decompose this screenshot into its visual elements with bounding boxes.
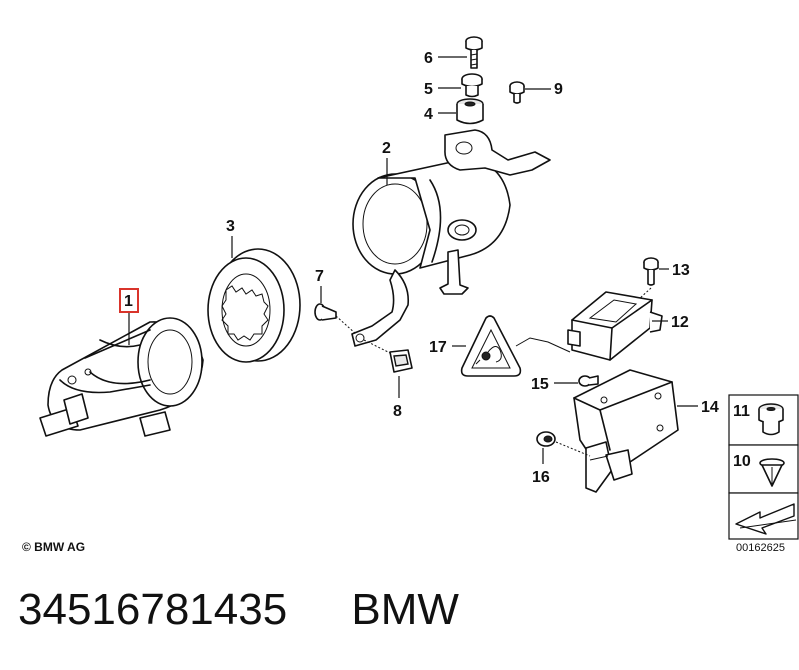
panel-arrow-symbol [728, 492, 799, 540]
part-10-expanding-rivet [759, 458, 785, 487]
callout-14[interactable]: 14 [701, 399, 719, 416]
callout-9-label: 9 [554, 81, 563, 98]
part-9-screw [509, 81, 525, 104]
part-2-bracket [351, 129, 551, 347]
assembly-line-17 [515, 337, 571, 353]
callout-3[interactable]: 3 [226, 218, 235, 235]
callout-16[interactable]: 16 [532, 469, 550, 486]
part-number: 34516781435 [18, 585, 288, 634]
callout-17-label: 17 [429, 339, 447, 356]
part-1-pump-motor [39, 317, 204, 437]
callout-5-label: 5 [424, 81, 433, 98]
callout-1[interactable]: 1 [119, 288, 139, 313]
part-3-coupling [207, 248, 301, 363]
callout-2-label: 2 [382, 140, 391, 157]
footer-caption: 34516781435 BMW [18, 585, 778, 635]
callout-12[interactable]: 12 [671, 314, 689, 331]
callout-7-label: 7 [315, 268, 324, 285]
part-16-grommet [536, 431, 556, 447]
callout-15-label: 15 [531, 376, 549, 393]
part-4-grommet [456, 98, 484, 125]
part-17-warning-label [460, 315, 522, 377]
callout-9[interactable]: 9 [554, 81, 563, 98]
callout-17[interactable]: 17 [429, 339, 447, 356]
callout-16-label: 16 [532, 469, 550, 486]
part-11-rubber-buffer [758, 403, 784, 436]
copyright-notice: © BMW AG [22, 540, 86, 554]
callout-2[interactable]: 2 [382, 140, 391, 157]
callout-5[interactable]: 5 [424, 81, 433, 98]
part-15-screw [578, 375, 599, 387]
brand-name: BMW [351, 585, 459, 634]
callout-1-label: 1 [124, 293, 133, 310]
callout-10-label: 10 [733, 453, 751, 470]
callout-13[interactable]: 13 [672, 262, 690, 279]
callout-3-label: 3 [226, 218, 235, 235]
callout-4[interactable]: 4 [424, 106, 433, 123]
part-6-bolt [465, 36, 483, 69]
callout-7[interactable]: 7 [315, 268, 324, 285]
callout-11-label: 11 [733, 403, 750, 420]
callout-6-label: 6 [424, 50, 433, 67]
assembly-line-7 [335, 315, 357, 335]
callout-14-label: 14 [701, 399, 719, 416]
callout-12-label: 12 [671, 314, 689, 331]
callout-6[interactable]: 6 [424, 50, 433, 67]
panel-part-11[interactable]: 11 [728, 394, 799, 446]
part-5-sleeve [461, 73, 483, 98]
assembly-line-13 [637, 287, 652, 301]
part-14-mounting-bracket [573, 369, 679, 493]
callout-4-label: 4 [424, 106, 433, 123]
callout-13-label: 13 [672, 262, 690, 279]
part-13-screw [643, 257, 659, 286]
image-number: 00162625 [736, 542, 785, 554]
callout-8[interactable]: 8 [393, 403, 402, 420]
assembly-line-8 [363, 339, 393, 355]
part-12-control-module [567, 291, 663, 361]
part-8-clip-nut [389, 349, 413, 373]
panel-part-10[interactable]: 10 [728, 444, 799, 494]
callout-8-label: 8 [393, 403, 402, 420]
callout-15[interactable]: 15 [531, 376, 549, 393]
callout-1-highlight [119, 288, 139, 313]
part-7-screw [314, 303, 337, 321]
